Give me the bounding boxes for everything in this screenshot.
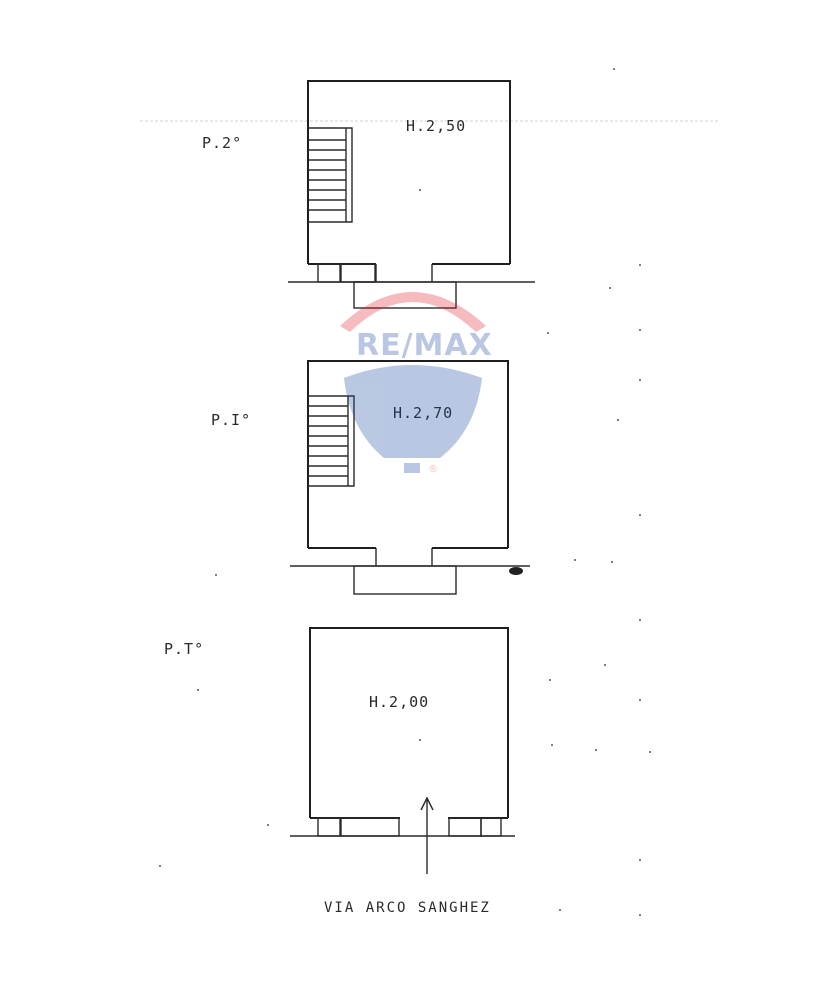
ink-blot [509,567,523,575]
floor-2-room-walls [307,80,511,264]
remax-watermark: RE/MAX ® [340,292,493,475]
floor-1-balcony [353,565,457,595]
entrance-arrow [420,796,434,874]
floor-2-window [317,263,341,283]
balloon-basket-icon [404,463,420,473]
registered-mark: ® [428,464,438,475]
floor-1-room-walls [307,360,509,548]
floor-2-height-label: H.2,50 [406,117,466,135]
watermark-text: RE/MAX [356,328,493,363]
street-label: VIA ARCO SANGHEZ [324,900,491,916]
floor-2-level-label: P.2° [202,134,242,152]
ground-floor-window [448,817,482,837]
floor-2-staircase [308,127,353,223]
floor-2-balcony [353,281,457,309]
floor-1-plan: P.I° H.2,70 [211,360,530,595]
ground-floor-height-label: H.2,00 [369,693,429,711]
floor-1-height-label: H.2,70 [393,404,453,422]
floor-1-staircase [308,395,355,487]
balloon-icon [344,365,482,458]
ground-floor-plan: P.T° H.2,00 VIA ARCO SANGHEZ [164,627,515,916]
ground-floor-window [480,817,502,837]
balloon-arc-icon [340,292,486,332]
ground-floor-level-label: P.T° [164,640,204,658]
ground-floor-room-walls [309,627,509,818]
floor-2-plan: P.2° H.2,50 [202,80,535,309]
ground-floor-window [317,817,341,837]
scan-specks [159,68,651,916]
ground-floor-window [340,817,400,837]
floor-1-level-label: P.I° [211,411,251,429]
floor-2-window [340,263,376,283]
